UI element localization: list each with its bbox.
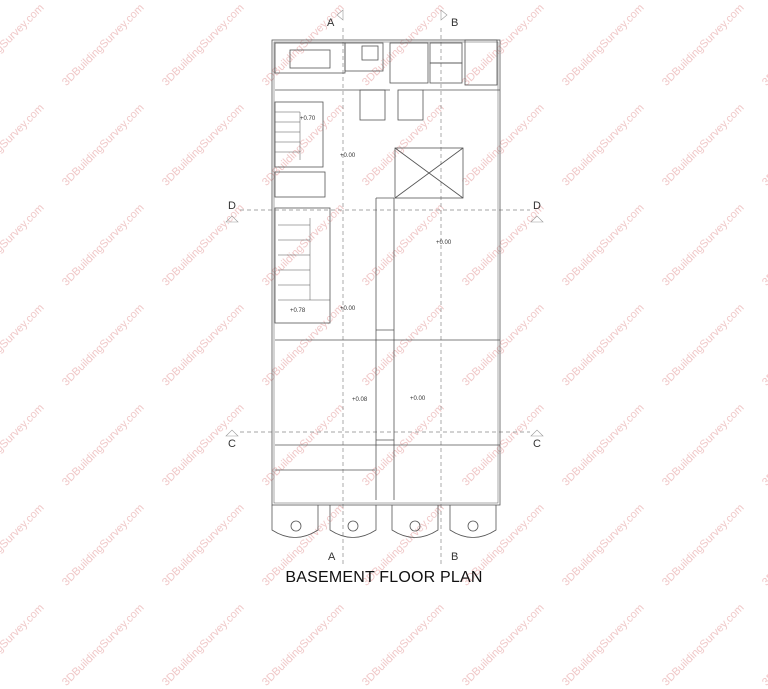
elevation-marker: +0.00 xyxy=(340,306,356,312)
elevation-marker: +0.00 xyxy=(436,240,452,246)
elevation-marker: +0.00 xyxy=(340,153,356,159)
grid-label-b-bottom: B xyxy=(451,551,459,563)
grid-label-c-left: C xyxy=(228,438,236,450)
grid-label-b-top: B xyxy=(451,17,459,29)
elevation-marker: +0.08 xyxy=(352,397,368,403)
floor-plan-drawing xyxy=(225,9,544,565)
drawing-title: BASEMENT FLOOR PLAN xyxy=(285,569,483,586)
grid-label-a-bottom: A xyxy=(328,551,336,563)
grid-label-a-top: A xyxy=(327,17,335,29)
elevation-marker: +0.78 xyxy=(290,308,306,314)
grid-label-c-right: C xyxy=(533,438,541,450)
elevation-marker: +0.70 xyxy=(300,116,316,122)
grid-label-d-right: D xyxy=(533,200,541,212)
grid-label-d-left: D xyxy=(228,200,236,212)
elevation-marker: +0.00 xyxy=(410,396,426,402)
